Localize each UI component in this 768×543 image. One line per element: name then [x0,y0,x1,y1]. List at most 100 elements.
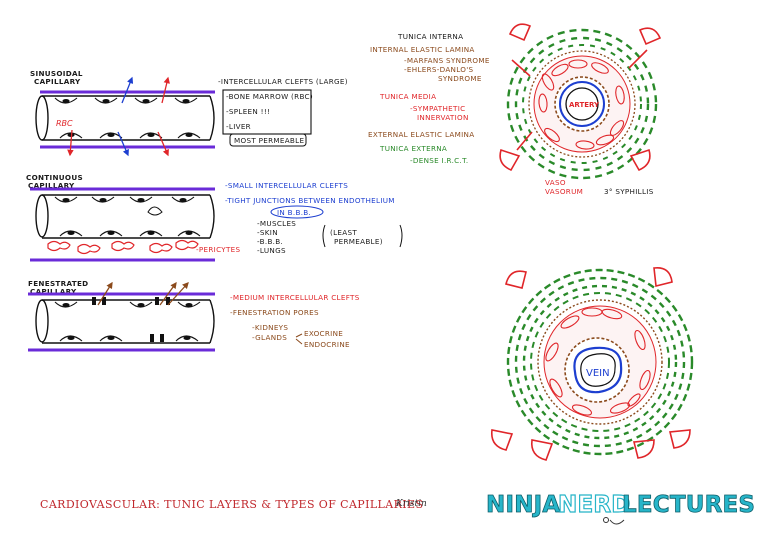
tube-walls [42,95,210,141]
endothelial-cells-top [54,97,198,104]
sinusoidal-title-2: CAPILLARY [34,77,81,86]
list-bbb: -B.B.B. [257,237,283,246]
blue-arrow-down [117,131,129,157]
artery-external-elastic [528,50,636,158]
footer: CARDIOVASCULAR: TUNIC LAYERS & TYPES OF … [40,491,755,525]
vein-cross-section: VEIN [490,266,694,461]
vein-vasa-vasorum [490,266,691,461]
fenestrated-title-2: CAPILLARY [30,287,77,296]
list-lungs: -LUNGS [257,246,286,255]
artery-externa-inner2 [522,44,642,164]
red-arrow-down-right [157,131,169,157]
tube-right-end [209,95,215,141]
artery-cross-section: ARTERY [499,23,662,180]
list-skin: -SKIN [257,228,278,237]
continuous-capillary: CONTINUOUS CAPILLARY -PERICYTES [26,173,403,262]
tube-right-end-2 [209,194,215,239]
artery-smooth-muscle [538,59,625,150]
bbb-circle [270,205,324,219]
small-clefts: -SMALL INTERCELLULAR CLEFTS [225,181,348,190]
vein-smooth-muscle [545,307,651,416]
ehlers-2: SYNDROME [438,74,482,83]
syphilis: 3° SYPHILLIS [604,187,654,196]
least-permeable-parens [322,224,403,248]
vein-externa-4 [530,292,670,432]
tunica-interna: TUNICA INTERNA [397,32,463,41]
vein-external-elastic [537,299,663,425]
vesicle-icon [147,206,163,216]
external-elastic: EXTERNAL ELASTIC LAMINA [368,130,474,139]
logo-stethoscope-icon [609,519,625,525]
logo-ninja: NINJA [486,492,560,518]
tube-left-end [35,95,49,141]
artery-externa-inner [514,36,650,172]
vaso-1: VASO [545,178,566,187]
continuous-title-1: CONTINUOUS [26,173,83,182]
tube-right-end-3 [209,299,215,344]
bone-marrow: -BONE MARROW (RBC) [226,92,313,101]
pericytes-label: -PERICYTES [196,245,240,254]
fenestration-pores [92,297,170,342]
sinusoidal-clefts: -INTERCELLULAR CLEFTS (LARGE) [218,77,348,86]
artery-lumen [565,87,599,121]
least-1: (LEAST [330,228,357,237]
tight-junctions: -TIGHT JUNCTIONS BETWEEN ENDOTHELIUM [225,196,395,205]
medium-clefts: -MEDIUM INTERCELLULAR CLEFTS [230,293,360,302]
stethoscope-head-icon [603,517,609,523]
vein-externa-3 [522,284,678,440]
vein-externa-1 [506,268,694,456]
sinusoidal-title-1: SINUSOIDAL [30,69,83,78]
fenestrated-capillary: FENESTRATED CAPILLARY -MEDIUM INTERCELLU… [28,279,360,352]
rbc-label: RBC [56,119,73,128]
brown-arrow-1 [97,281,113,306]
red-arrow-down-left [67,129,74,157]
most-permeable: MOST PERMEABLE [234,136,304,145]
tunica-media: TUNICA MEDIA [379,92,436,101]
in-bbb: IN B.B.B. [277,208,311,217]
tube-left-end-2 [35,194,49,238]
logo-nerd: NERD [558,492,631,518]
endothelial-cells-2 [54,196,201,237]
dense-irct: -DENSE I.R.C.T. [410,156,469,165]
vein-externa-2 [514,276,686,448]
fenestration-pores-label: -FENESTRATION PORES [230,308,319,317]
spleen: -SPLEEN !!! [226,107,270,116]
artery-vasa-vasorum [499,23,662,172]
brown-arrow-3 [167,282,189,306]
brown-arrow-2 [159,281,177,306]
tube-left-end-3 [35,299,49,343]
pericytes [47,239,199,255]
internal-elastic: INTERNAL ELASTIC LAMINA [370,45,475,54]
tunica-externa: TUNICA EXTERNA [379,144,447,153]
marfans: -MARFANS SYNDROME [404,56,490,65]
most-permeable-box [229,133,307,147]
gland-branch [295,333,303,345]
footer-title: CARDIOVASCULAR: TUNIC LAYERS & TYPES OF … [40,498,423,511]
logo-lectures: LECTURES [622,492,755,518]
sympathetic-2: INNERVATION [417,113,469,122]
continuous-title-2: CAPILLARY [28,181,75,190]
glands: -GLANDS [252,333,287,342]
artery-externa-outer [506,28,658,180]
tunic-labels: TUNICA INTERNA INTERNAL ELASTIC LAMINA -… [368,32,654,196]
sympathetic-1: -SYMPATHETIC [410,104,465,113]
tube-walls-3 [42,299,210,344]
blue-arrow-up [121,76,134,104]
list-muscles: -MUSCLES [257,219,296,228]
vein-lumen [580,353,616,387]
signature: Kristin [395,499,427,509]
vaso-2: VASORUM [545,187,583,196]
ehlers-1: -EHLERS-DANLO'S [404,65,474,74]
endocrine: ENDOCRINE [304,340,350,349]
endothelial-cells-bottom [59,132,201,139]
fenestrated-title-1: FENESTRATED [28,279,88,288]
least-2: PERMEABLE) [334,237,383,246]
liver: -LIVER [226,122,251,131]
tube-walls-2 [42,194,210,239]
kidneys: -KIDNEYS [252,323,288,332]
artery-label: ARTERY [569,101,600,109]
sinusoidal-capillary: SINUSOIDAL CAPILLARY RBC -INTERCELLUL [30,69,348,157]
red-arrow-up [161,76,170,104]
